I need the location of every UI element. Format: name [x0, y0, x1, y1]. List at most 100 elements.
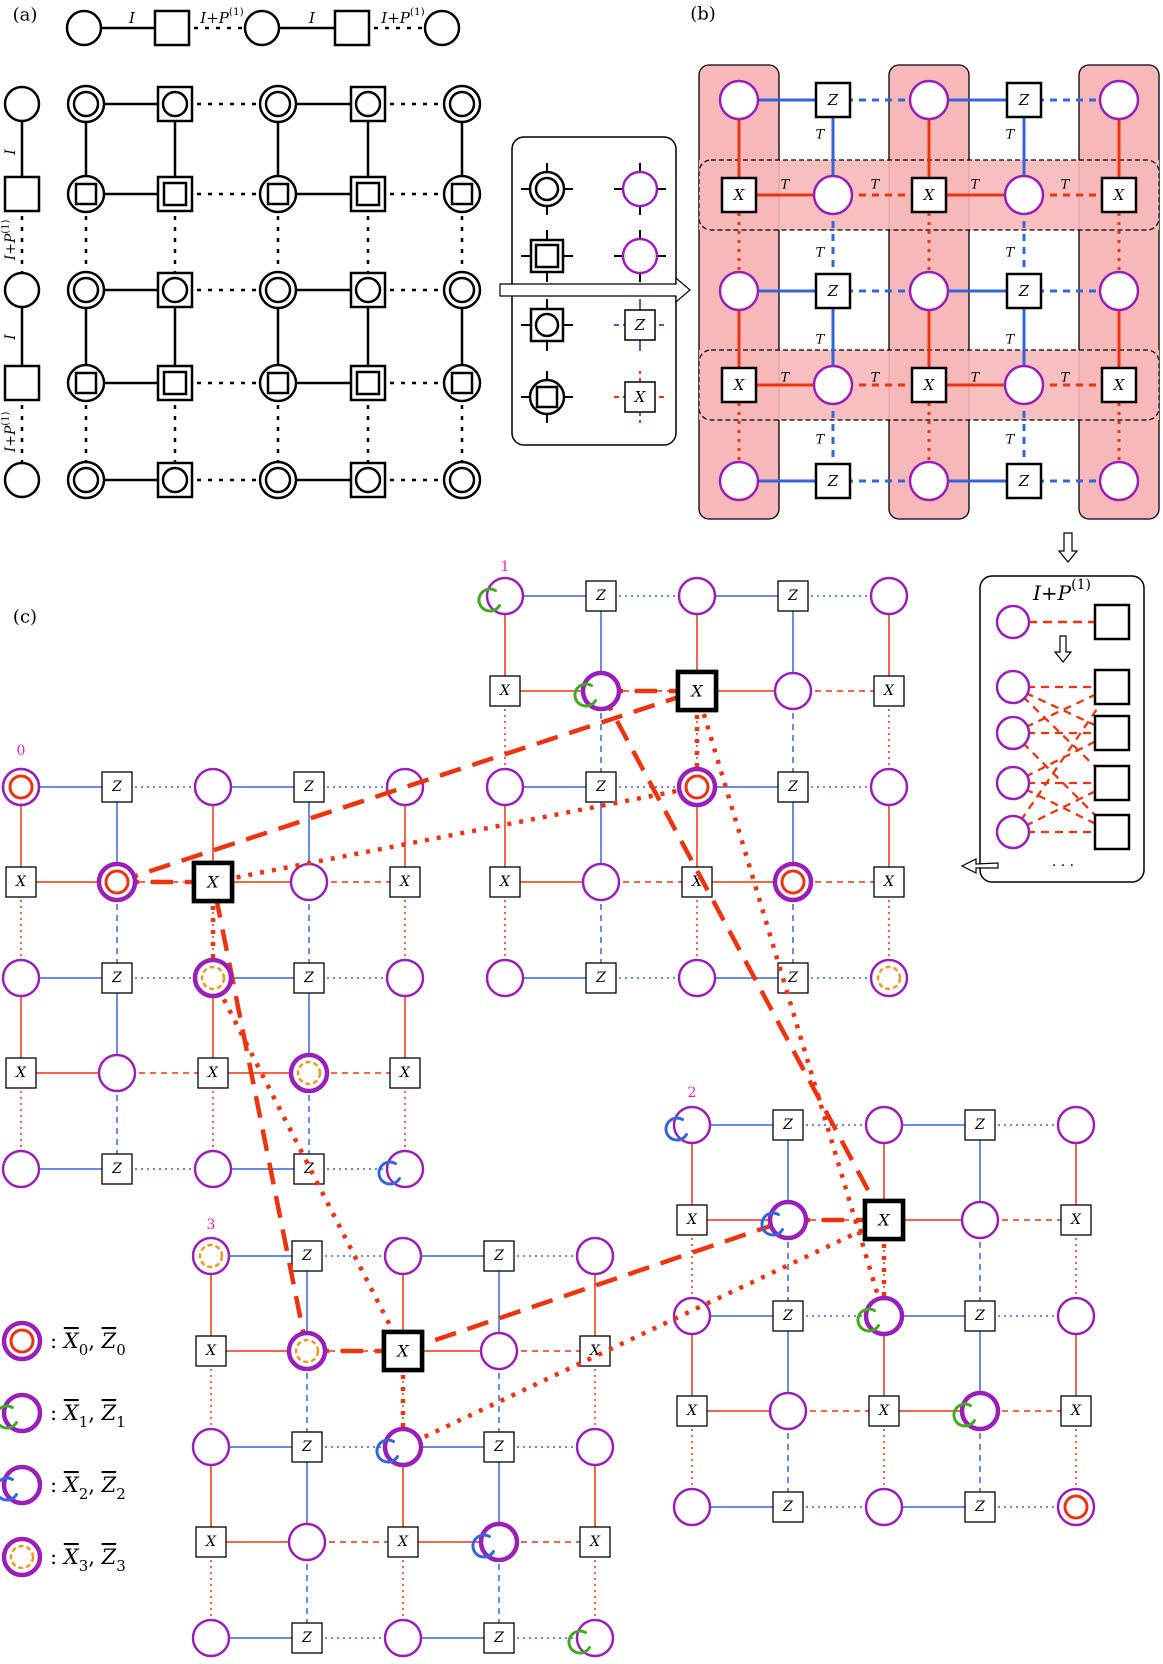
qubit-circle — [385, 1149, 425, 1189]
inset-i-plus-p: I+P(1) — [1032, 577, 1091, 605]
marked-qubit — [959, 1390, 1001, 1432]
x-label: X — [589, 1343, 601, 1359]
key-mark — [9, 1544, 35, 1570]
qubit-circle — [581, 862, 621, 902]
i-plus-p-base: I+P — [199, 9, 229, 27]
key-mark — [0, 1476, 18, 1502]
circle-circle-node-inner — [72, 276, 100, 304]
z-check — [101, 962, 133, 994]
key-qubit — [1, 1464, 43, 1506]
i-plus-p-superscript: (1) — [229, 6, 244, 18]
qubit-circle — [385, 958, 425, 998]
x-check — [910, 176, 948, 214]
circle-circle-node-inner — [264, 466, 292, 494]
inset-down-arrow — [1053, 635, 1073, 663]
z-label: Z — [974, 1117, 985, 1133]
z-check — [483, 1240, 515, 1272]
x-label: X — [399, 874, 411, 890]
inset-square — [1093, 668, 1131, 706]
label-I: I — [128, 9, 136, 27]
logical-x2-mark — [664, 1116, 688, 1142]
qubit-circle — [908, 460, 950, 502]
z-label: Z — [827, 472, 839, 490]
z-label: Z — [782, 1117, 793, 1133]
mapping-legend-box: ZX — [499, 136, 691, 446]
panel-c-label: (c) — [13, 607, 37, 628]
label-T: T — [781, 178, 791, 193]
x-check — [389, 1057, 421, 1089]
x-check — [868, 1395, 900, 1427]
z-label: Z — [827, 282, 839, 300]
top-chain-square — [153, 9, 191, 47]
qubit-circle — [1098, 79, 1140, 121]
x-label: X — [397, 1534, 409, 1550]
circle-circle-node-inner — [264, 276, 292, 304]
z-check — [291, 1431, 323, 1463]
x-check — [1100, 366, 1138, 404]
label-T: T — [816, 333, 826, 348]
x-check — [387, 1526, 419, 1558]
coupling-dotted — [210, 976, 406, 1353]
qubit-circle — [869, 767, 909, 807]
inset-square — [1093, 603, 1131, 641]
qubit-circle — [908, 270, 950, 312]
z-label: Z — [301, 1248, 312, 1264]
z-label: Z — [595, 970, 606, 986]
qubit-circle — [718, 270, 760, 312]
square-circle-node-inner — [354, 276, 382, 304]
x-label: X — [1113, 186, 1126, 204]
inset-circle — [995, 669, 1031, 705]
logical-x0-mark — [8, 774, 34, 800]
hub-x-check — [381, 1329, 425, 1373]
qubit-circle — [1056, 1105, 1096, 1145]
left-chain-circle — [3, 271, 41, 309]
label-T: T — [1006, 333, 1016, 348]
x-check — [910, 366, 948, 404]
qubit-circle — [1098, 270, 1140, 312]
x-label: X — [733, 186, 746, 204]
hub-x-check — [862, 1198, 906, 1242]
square-circle-node-inner — [354, 466, 382, 494]
z-check — [483, 1622, 515, 1654]
x-label: X — [883, 683, 895, 699]
qubit-circle — [385, 767, 425, 807]
logical-x2-mark — [375, 1438, 399, 1464]
key-label-part: 2 — [79, 1485, 89, 1503]
panel-a-label: (a) — [13, 5, 38, 26]
x-check — [1100, 176, 1138, 214]
square-square-node-inner — [162, 370, 188, 396]
key-qubit — [1, 1392, 43, 1434]
qubit-circle — [672, 1487, 712, 1527]
z-check — [1005, 462, 1043, 500]
z-check — [101, 771, 133, 803]
circle-circle-node-inner — [264, 90, 292, 118]
left-arrow — [960, 858, 999, 874]
key-label-part: Z — [101, 1401, 117, 1425]
key-label-part: 1 — [79, 1413, 89, 1431]
z-label: Z — [827, 91, 839, 109]
qubit-circle — [191, 1427, 231, 1467]
logical-x1-mark — [567, 1629, 591, 1655]
z-label: Z — [1018, 282, 1030, 300]
label-I: I — [3, 149, 19, 156]
marked-qubit — [478, 1521, 520, 1563]
marked-qubit — [580, 670, 622, 712]
z-check — [291, 1240, 323, 1272]
qubit-circle — [908, 79, 950, 121]
inset-square — [1093, 764, 1131, 802]
inset-circle — [995, 814, 1031, 850]
key-label-part: X — [62, 1545, 80, 1569]
qubit-circle — [672, 1296, 712, 1336]
circle-square-node-inner — [74, 182, 98, 206]
i-plus-p-base: I+P — [1032, 581, 1072, 605]
qubit-circle — [1003, 364, 1045, 406]
qubit-circle — [1, 767, 41, 807]
key-label-part: : — [50, 1329, 64, 1353]
label-T: T — [871, 178, 881, 193]
qubit-circle — [479, 1331, 519, 1371]
square-circle-node-inner — [161, 276, 189, 304]
key-label-part: , — [88, 1473, 101, 1497]
logical-x0-mark — [1063, 1494, 1089, 1520]
i-plus-p-superscript: (1) — [410, 6, 425, 18]
hub-x-check — [191, 860, 235, 904]
